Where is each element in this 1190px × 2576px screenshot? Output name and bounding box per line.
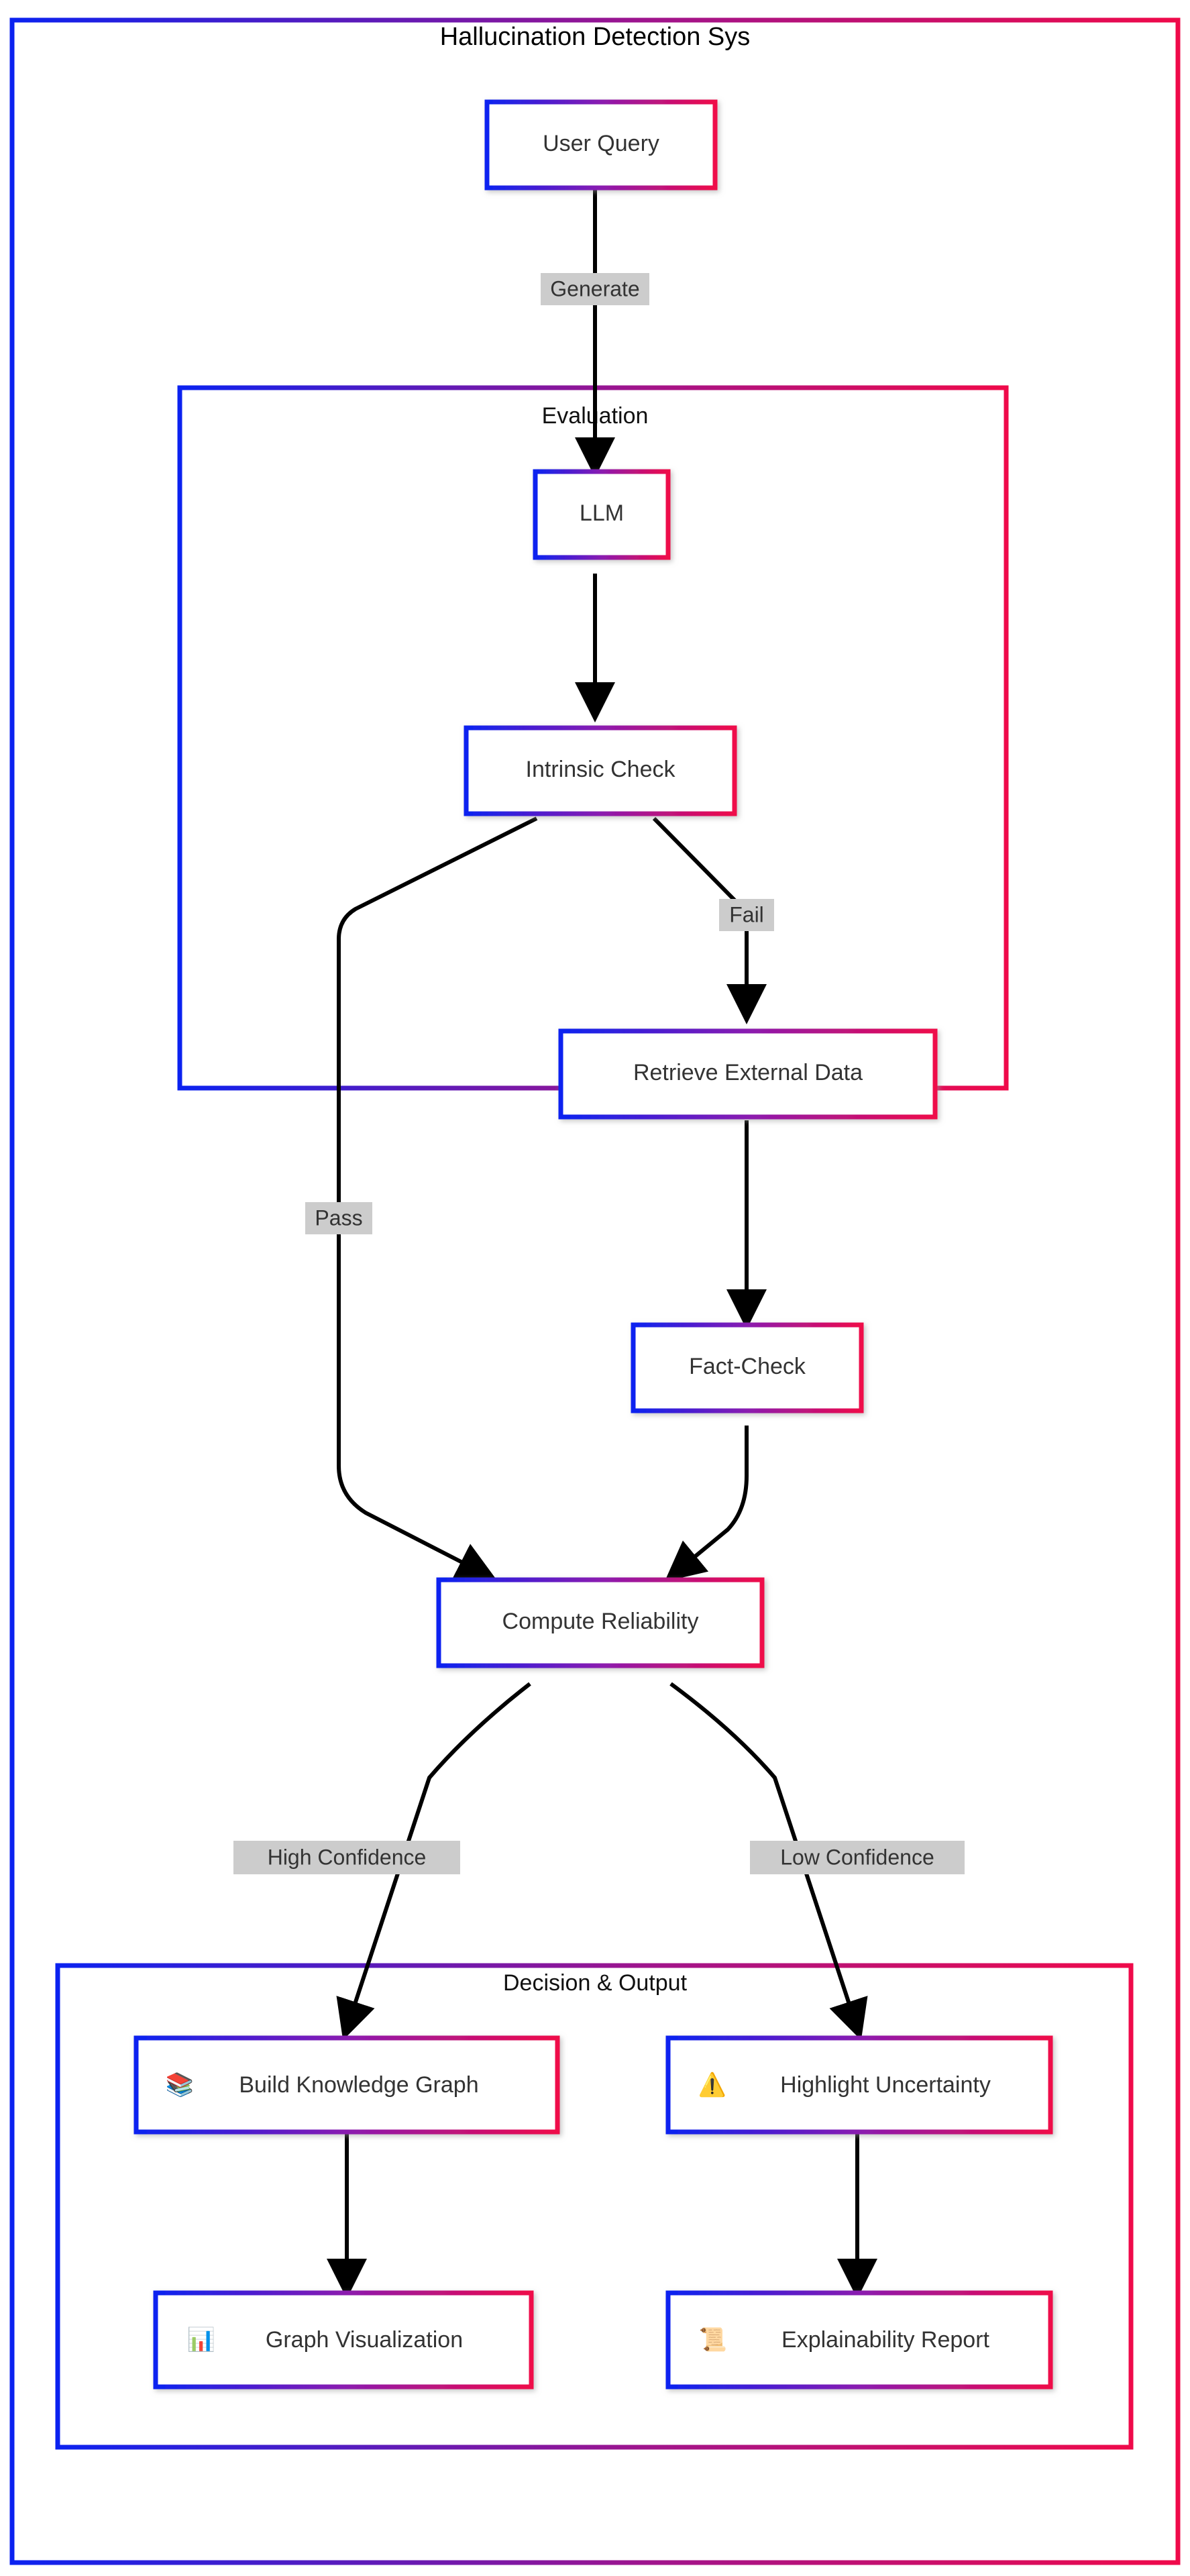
node-intrinsic-check-box[interactable] [464,725,737,816]
edge-label-high-confidence-bg [233,1841,460,1874]
node-graph-visualization-label: Graph Visualization [266,2327,463,2353]
edge-label-pass: Pass [315,1205,362,1230]
node-user-query-label: User Query [543,131,659,156]
node-llm[interactable]: LLM [533,469,671,560]
node-compute-reliability-label: Compute Reliability [502,1609,699,1634]
node-explainability-report-label: Explainability Report [781,2327,989,2353]
edge-label-low-confidence: Low Confidence [780,1845,934,1869]
subgraph-decision-output [55,1963,1134,2450]
node-llm-box[interactable] [533,469,671,560]
node-build-knowledge-graph-box[interactable] [133,2035,560,2135]
diagram-title: Hallucination Detection Sys [440,23,751,51]
edge-label-high-confidence: High Confidence [268,1845,427,1869]
node-retrieve-external-data-label: Retrieve External Data [633,1060,863,1085]
node-fact-check-label: Fact-Check [689,1354,806,1379]
edge-label-low-confidence-bg [750,1841,965,1874]
node-fact-check[interactable]: Fact-Check [631,1322,864,1413]
books-icon: 📚 [166,2072,194,2098]
node-retrieve-external-data[interactable]: Retrieve External Data [558,1028,938,1120]
node-graph-visualization-box[interactable] [153,2290,534,2390]
warning-icon: ⚠️ [698,2072,726,2098]
scroll-icon: 📜 [699,2327,727,2353]
node-llm-label: LLM [580,500,624,526]
node-graph-visualization[interactable]: 📊 Graph Visualization [153,2290,534,2390]
node-compute-reliability-box[interactable] [436,1577,765,1668]
node-user-query[interactable]: User Query [484,99,718,191]
node-build-knowledge-graph[interactable]: 📚 Build Knowledge Graph [133,2035,560,2135]
edge-label-generate: Generate [550,276,639,301]
node-fact-check-box[interactable] [631,1322,864,1413]
node-highlight-uncertainty[interactable]: ⚠️ Highlight Uncertainty [665,2035,1053,2135]
edge-label-fail-bg [719,899,774,931]
node-intrinsic-check[interactable]: Intrinsic Check [464,725,737,816]
edge-reliability-to-kgraph [336,1682,531,2041]
node-highlight-uncertainty-box[interactable] [665,2035,1053,2135]
node-user-query-box[interactable] [484,99,718,191]
edge-label-pass-bg [305,1202,372,1234]
node-retrieve-external-data-box[interactable] [558,1028,938,1120]
node-explainability-report[interactable]: 📜 Explainability Report [665,2290,1053,2390]
node-explainability-report-box[interactable] [665,2290,1053,2390]
bar-chart-icon: 📊 [187,2326,215,2353]
node-build-knowledge-graph-label: Build Knowledge Graph [239,2072,478,2098]
node-highlight-uncertainty-label: Highlight Uncertainty [780,2072,991,2098]
subgraph-decision-output-label: Decision & Output [503,1970,688,1996]
node-intrinsic-check-label: Intrinsic Check [526,757,676,782]
edge-intrinsic-to-reliability [337,816,538,1580]
edge-label-fail: Fail [729,902,764,926]
edge-reliability-to-uncertainty [669,1682,868,2041]
edge-factcheck-to-reliability [664,1426,749,1582]
outer-frame-hallucination-detection-sys [9,17,1181,2565]
edge-label-generate-bg [541,273,649,305]
node-compute-reliability[interactable]: Compute Reliability [436,1577,765,1668]
